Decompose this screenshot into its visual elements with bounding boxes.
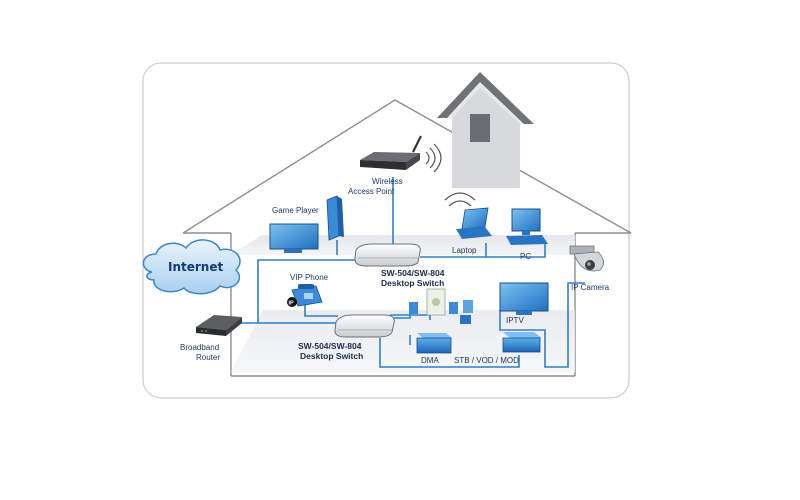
dma-label: DMA <box>421 356 439 365</box>
speaker-set <box>409 288 473 324</box>
wireless-ap-label-1: Wireless <box>372 177 403 186</box>
broadband-router-label-1: Broadband <box>180 343 219 352</box>
laptop <box>444 192 492 239</box>
internet-cloud: Internet <box>142 239 241 295</box>
pc-label: PC <box>520 252 531 261</box>
lower-floor <box>231 310 575 372</box>
upper-switch-label-2: Desktop Switch <box>381 278 444 288</box>
upper-switch-label-1: SW-504/SW-804 <box>381 268 445 278</box>
stb-label: STB / VOD / MOD <box>454 356 519 365</box>
house-icon <box>437 72 534 188</box>
broadband-router <box>196 315 242 336</box>
iptv <box>499 282 549 315</box>
internet-label: Internet <box>168 260 223 274</box>
ip-badge-text: IP <box>289 301 295 307</box>
vip-phone: IP <box>287 284 323 307</box>
pc <box>506 208 548 245</box>
vip-phone-label: VIP Phone <box>290 273 329 282</box>
wireless-ap-label-2: Access Point <box>348 187 395 196</box>
game-player-label: Game Player <box>272 206 319 215</box>
lower-switch-label-2: Desktop Switch <box>300 351 363 361</box>
lower-desktop-switch <box>334 314 395 338</box>
stb-box <box>502 332 542 353</box>
wireless-access-point <box>360 135 442 173</box>
upper-desktop-switch <box>354 243 421 267</box>
ip-camera-label: IP Camera <box>571 283 610 292</box>
dma-box <box>416 333 452 354</box>
lower-switch-label-1: SW-504/SW-804 <box>298 341 362 351</box>
laptop-label: Laptop <box>452 246 477 255</box>
iptv-label: IPTV <box>506 316 524 325</box>
network-cables <box>230 177 585 368</box>
game-player <box>269 195 344 253</box>
broadband-router-label-2: Router <box>196 353 220 362</box>
ip-camera <box>569 245 604 272</box>
